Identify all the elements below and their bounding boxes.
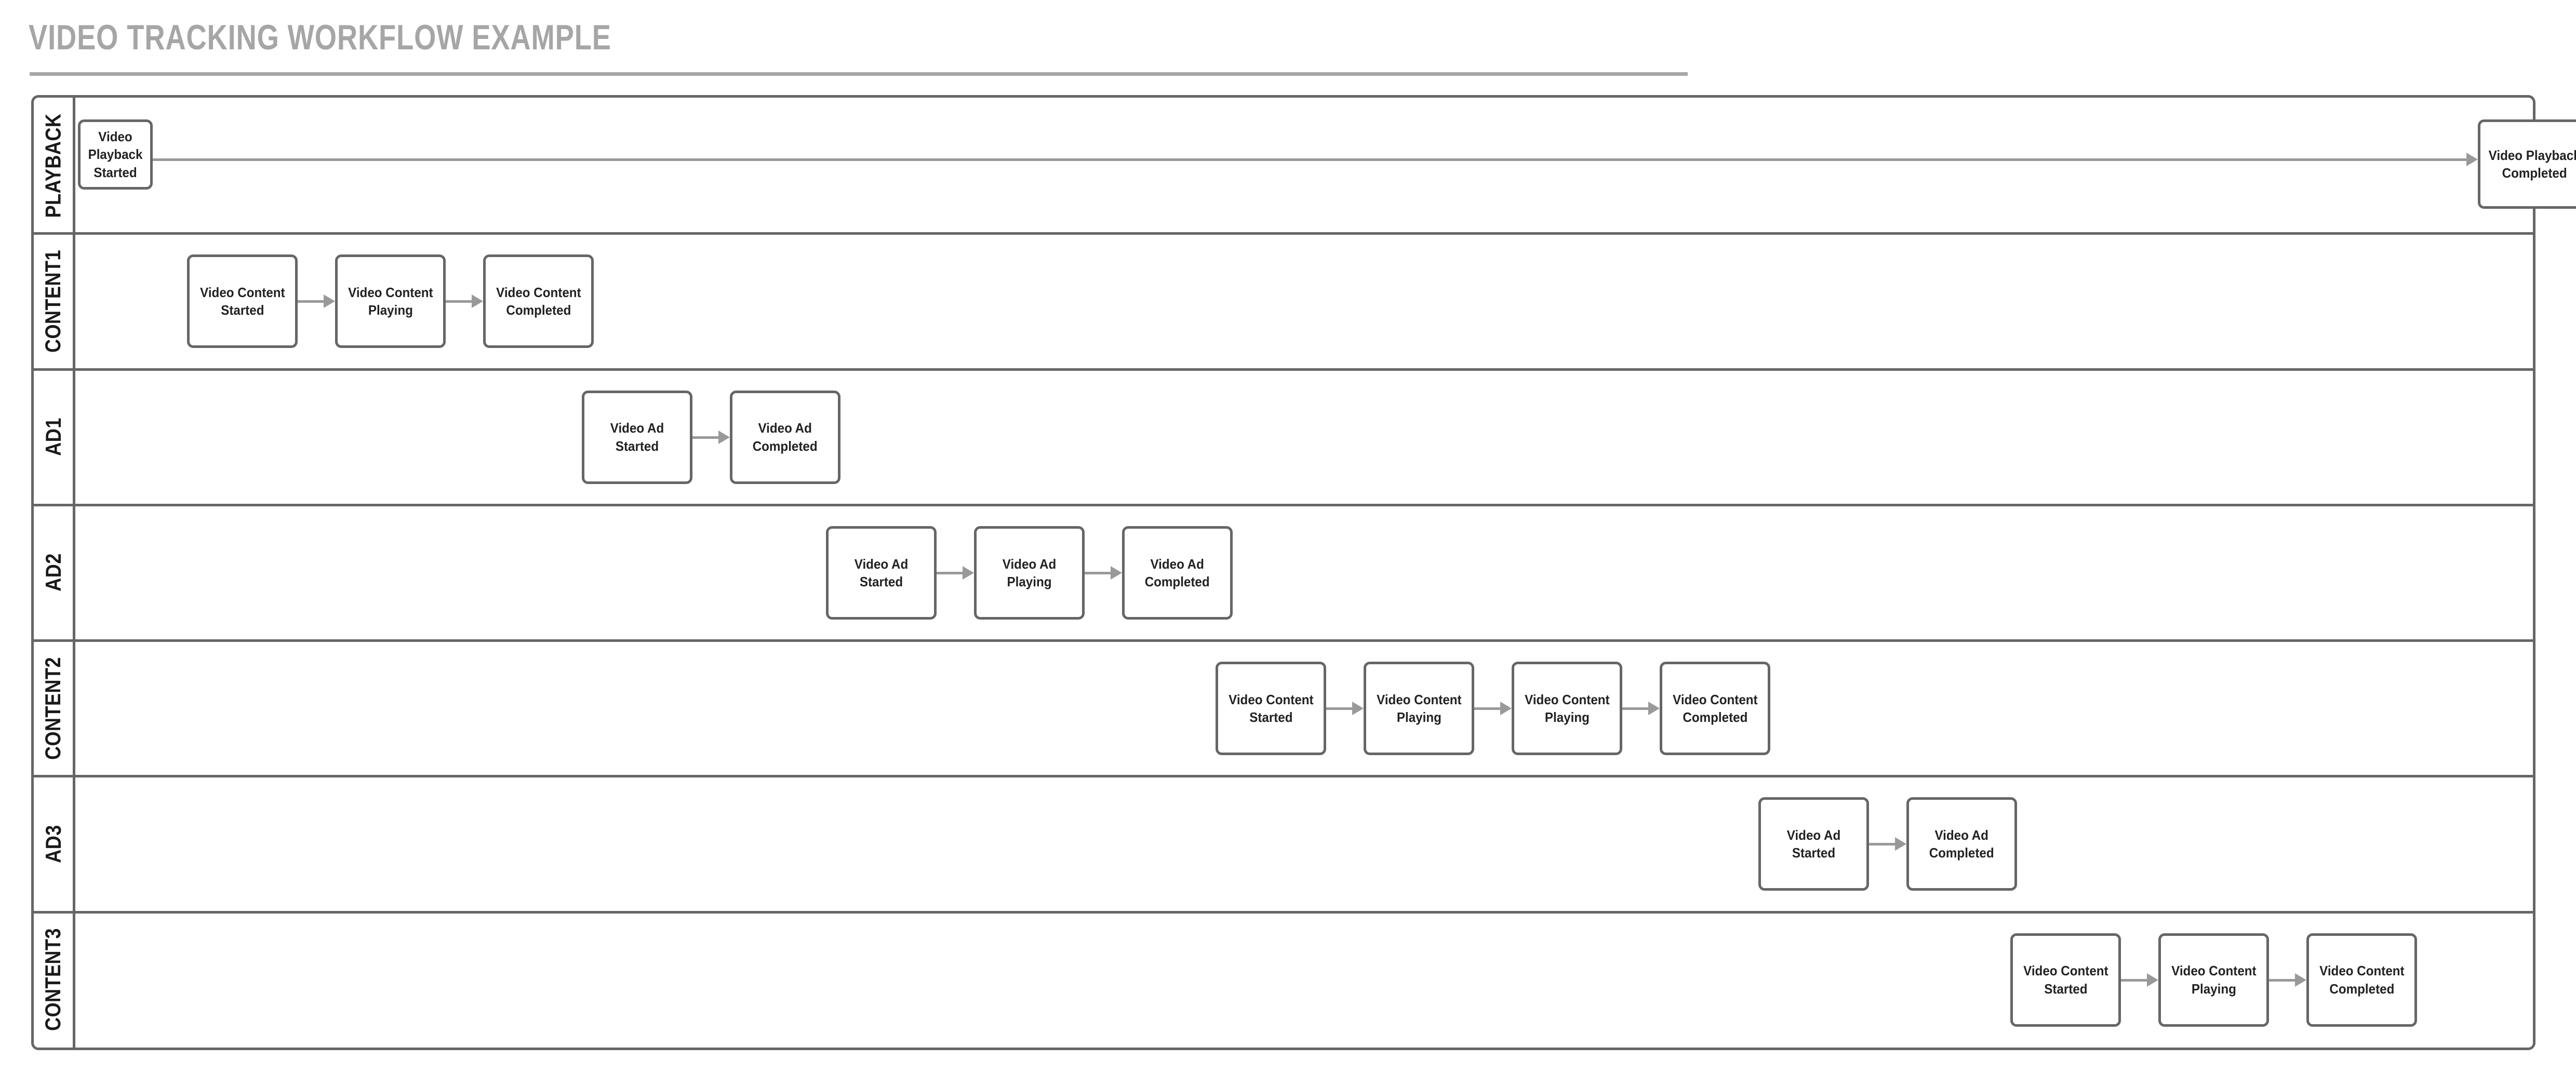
connector-line bbox=[692, 436, 719, 439]
task-node[interactable]: Video Content Completed bbox=[2306, 933, 2417, 1027]
task-node[interactable]: Video Content Started bbox=[187, 254, 298, 348]
task-node[interactable]: Video Playback Completed bbox=[2478, 119, 2576, 209]
lane-label: CONTENT2 bbox=[41, 656, 65, 760]
task-label: Video Ad Started bbox=[854, 556, 909, 589]
task-node[interactable]: Video Ad Started bbox=[582, 390, 692, 484]
connector-line bbox=[1326, 707, 1353, 710]
lane-divider bbox=[34, 775, 2533, 778]
task-label: Video Content Started bbox=[2023, 963, 2108, 997]
lane-body-content1: Video Content Started Video Content Playi… bbox=[75, 233, 2533, 369]
connector-line bbox=[2269, 978, 2296, 982]
task-node[interactable]: Video Playback Started bbox=[78, 119, 153, 190]
connector-line bbox=[153, 158, 2467, 161]
task-label: Video Content Playing bbox=[1376, 691, 1462, 726]
lane-divider bbox=[34, 910, 2533, 914]
task-node[interactable]: Video Ad Completed bbox=[1906, 797, 2017, 891]
task-label: Video Playback Started bbox=[88, 129, 143, 180]
swimlane-ad3: AD3 Video Ad Started Video Ad Completed bbox=[34, 775, 2533, 912]
task-label: Video Ad Completed bbox=[1929, 827, 1994, 861]
page-title: VIDEO TRACKING WORKFLOW EXAMPLE bbox=[29, 18, 611, 57]
task-node[interactable]: Video Ad Started bbox=[1758, 797, 1869, 891]
task-label: Video Ad Completed bbox=[753, 420, 818, 454]
task-label: Video Playback Completed bbox=[2489, 147, 2576, 181]
task-label: Video Content Started bbox=[1228, 691, 1314, 726]
task-node[interactable]: Video Content Playing bbox=[2158, 933, 2269, 1027]
lane-header-content3[interactable]: CONTENT3 bbox=[34, 911, 75, 1048]
connector-line bbox=[1622, 707, 1649, 710]
lane-header-ad1[interactable]: AD1 bbox=[34, 369, 75, 505]
task-node[interactable]: Video Content Completed bbox=[1660, 662, 1770, 756]
task-node[interactable]: Video Ad Started bbox=[826, 526, 937, 620]
lane-header-playback[interactable]: PLAYBACK bbox=[34, 98, 75, 234]
lane-divider bbox=[34, 232, 2533, 235]
task-node[interactable]: Video Content Started bbox=[1216, 662, 1326, 756]
arrow-head-icon bbox=[1500, 702, 1512, 716]
lane-label: AD2 bbox=[41, 553, 65, 592]
lane-label: CONTENT3 bbox=[41, 928, 65, 1031]
task-node[interactable]: Video Content Playing bbox=[1364, 662, 1474, 756]
task-node[interactable]: Video Content Playing bbox=[335, 254, 446, 348]
lane-label: PLAYBACK bbox=[41, 113, 65, 218]
lane-body-playback: Video Playback Started Video Playback Com… bbox=[75, 98, 2576, 233]
connector-line bbox=[937, 571, 964, 574]
lane-divider bbox=[34, 368, 2533, 371]
lane-body-ad1: Video Ad Started Video Ad Completed bbox=[75, 369, 2533, 505]
arrow-head-icon bbox=[2295, 973, 2306, 987]
connector-line bbox=[2121, 978, 2148, 982]
connector-line bbox=[1085, 571, 1112, 574]
task-node[interactable]: Video Ad Completed bbox=[1122, 526, 1233, 620]
lane-label: AD1 bbox=[41, 418, 65, 456]
lane-label: CONTENT1 bbox=[41, 249, 65, 353]
lane-header-content1[interactable]: CONTENT1 bbox=[34, 233, 75, 369]
task-label: Video Content Playing bbox=[2171, 963, 2257, 997]
swimlane-ad1: AD1 Video Ad Started Video Ad Completed bbox=[34, 368, 2533, 505]
lane-body-content2: Video Content Started Video Content Playi… bbox=[75, 640, 2533, 776]
arrow-head-icon bbox=[1895, 837, 1906, 851]
connector-line bbox=[446, 300, 473, 303]
task-label: Video Content Completed bbox=[2319, 963, 2405, 997]
task-label: Video Content Started bbox=[199, 284, 285, 318]
arrow-head-icon bbox=[1111, 566, 1122, 580]
lane-label: AD3 bbox=[41, 825, 65, 863]
task-node[interactable]: Video Content Started bbox=[2010, 933, 2121, 1027]
arrow-head-icon bbox=[2466, 153, 2478, 166]
task-label: Video Ad Started bbox=[610, 420, 664, 454]
task-node[interactable]: Video Ad Playing bbox=[974, 526, 1085, 620]
connector-line bbox=[1869, 843, 1896, 846]
lane-body-content3: Video Content Started Video Content Playi… bbox=[75, 912, 2533, 1048]
arrow-head-icon bbox=[472, 294, 483, 308]
task-node[interactable]: Video Content Completed bbox=[483, 254, 594, 348]
task-label: Video Content Playing bbox=[1524, 691, 1610, 726]
lane-divider bbox=[34, 639, 2533, 642]
task-label: Video Ad Playing bbox=[1002, 556, 1057, 589]
lane-body-ad3: Video Ad Started Video Ad Completed bbox=[75, 776, 2533, 911]
connector-line bbox=[1474, 707, 1501, 710]
connector-line bbox=[298, 300, 325, 303]
arrow-head-icon bbox=[718, 430, 730, 444]
task-label: Video Ad Started bbox=[1786, 827, 1841, 861]
lane-header-ad3[interactable]: AD3 bbox=[34, 776, 75, 912]
arrow-head-icon bbox=[2147, 973, 2158, 987]
arrow-head-icon bbox=[963, 566, 974, 580]
lane-header-ad2[interactable]: AD2 bbox=[34, 504, 75, 641]
task-label: Video Content Completed bbox=[496, 284, 581, 318]
arrow-head-icon bbox=[1352, 702, 1364, 716]
task-label: Video Content Completed bbox=[1672, 691, 1758, 726]
lane-body-ad2: Video Ad Started Video Ad Playing Video Ad… bbox=[75, 505, 2533, 640]
task-node[interactable]: Video Content Playing bbox=[1512, 662, 1622, 756]
title-divider bbox=[30, 72, 1688, 76]
lane-divider bbox=[34, 503, 2533, 506]
task-label: Video Content Playing bbox=[348, 284, 433, 318]
lane-header-content2[interactable]: CONTENT2 bbox=[34, 640, 75, 776]
task-label: Video Ad Completed bbox=[1145, 556, 1210, 589]
arrow-head-icon bbox=[1648, 702, 1660, 716]
arrow-head-icon bbox=[324, 294, 335, 308]
task-node[interactable]: Video Ad Completed bbox=[730, 390, 840, 484]
